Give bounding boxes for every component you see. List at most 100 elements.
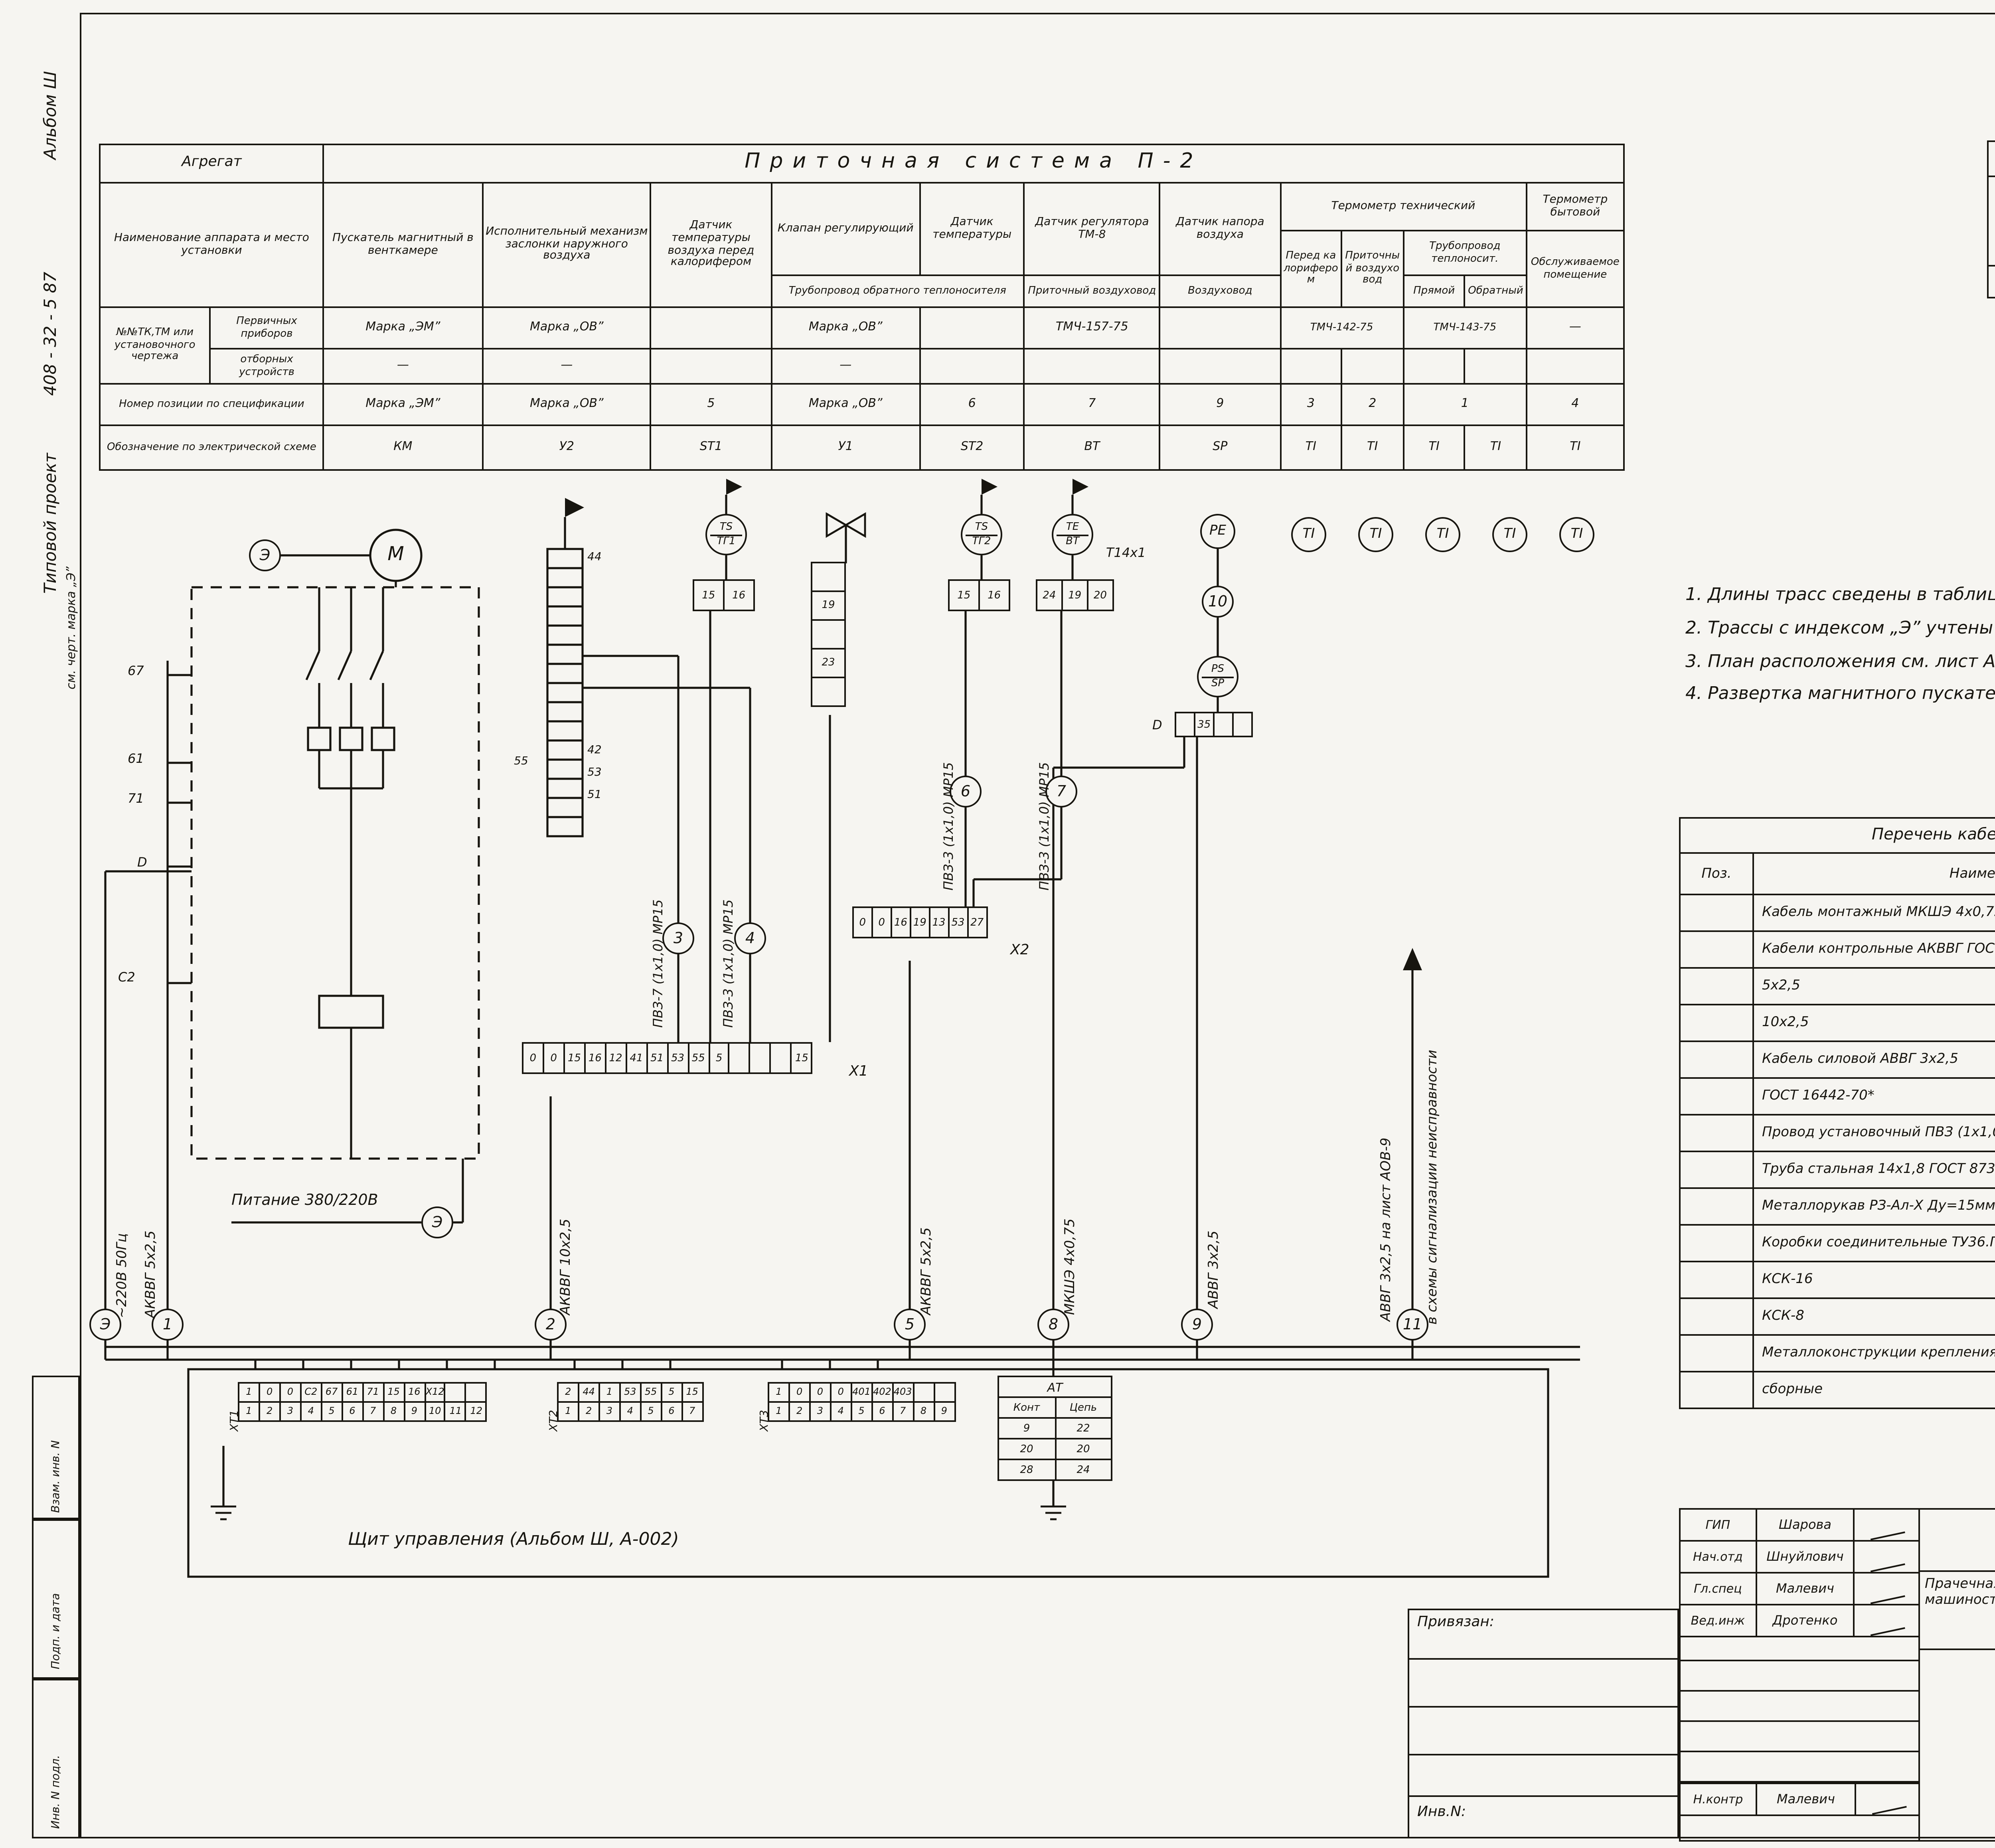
wire-lines: [104, 495, 1580, 1506]
terminal-cell: 4: [300, 1401, 322, 1422]
role-title: ГИП: [1681, 1510, 1757, 1540]
route-circle-9: 9: [1181, 1309, 1213, 1341]
pin-cell: 15: [692, 579, 725, 611]
route-circle-7: 7: [1045, 776, 1077, 808]
drawing-frame: [80, 13, 1995, 1838]
ct-title: Перечень кабелей, проводов и монтажных и…: [1679, 817, 1995, 854]
terminal-cell: 55: [687, 1042, 710, 1074]
cable-pos: [1679, 1114, 1754, 1152]
thermal-relay-symbol: [371, 727, 395, 751]
cable-label-pvz3b: ПВЗ-3 (1х1,0) МР15: [942, 762, 956, 890]
cable-label-avvg: АВВГ 3х2,5: [1207, 1230, 1223, 1309]
et-n-sens: 5: [650, 383, 772, 426]
cable-name: ГОСТ 16442-70*: [1752, 1077, 1995, 1116]
terminal-cell: 9: [403, 1401, 426, 1422]
pin-d: D: [137, 855, 147, 870]
terminal-cell: 401: [850, 1382, 873, 1403]
role-title: Нач.отд: [1681, 1542, 1757, 1572]
at-cell: 20: [1077, 1443, 1090, 1455]
sensor-pe: РЕ: [1200, 514, 1235, 549]
route-circle-2: 2: [535, 1309, 567, 1341]
pin-cell: 20: [1086, 579, 1114, 611]
cable-row: Кабели контрольные АКВВГ ГОСТ 1508-78*Е:: [1679, 930, 1995, 969]
cable-row: 10х2,5 8м: [1679, 1004, 1995, 1042]
junction-box-x1-label: Х1: [849, 1064, 868, 1080]
et-p-starter: Марка „ЭМ”: [322, 306, 483, 349]
terminal-cell: 402: [871, 1382, 893, 1403]
terminal-cell: 11: [444, 1401, 467, 1422]
et-rl-primary: Первичных приборов: [209, 306, 324, 349]
et-d-t4: ТI: [1464, 424, 1527, 471]
terminal-cell: 51: [646, 1042, 668, 1074]
cable-label-akvvg5-mid: АКВВГ 5х2,5: [919, 1227, 935, 1315]
title-block-role-row: ГИП Шарова: [1681, 1510, 1918, 1542]
cable-label-akvvg5-left: АКВВГ 5х2,5: [144, 1230, 160, 1318]
terminal-cell: 0: [521, 1042, 544, 1074]
cable-row: 5х2,5 15м: [1679, 967, 1995, 1005]
route-circle-e-motor: Э: [249, 539, 281, 571]
at-box: АТ Конт Цепь 9 22 20 20 28 24: [998, 1376, 1112, 1481]
terminal-cell: 27: [966, 906, 988, 938]
ncontrol-name: Малевич: [1757, 1784, 1856, 1814]
notes-block: 1. Длины трасс сведены в таблицу.2. Трас…: [1685, 584, 1995, 717]
terminal-cell: 41: [625, 1042, 648, 1074]
terminal-cell: 53: [947, 906, 968, 938]
terminal-cell: 6: [341, 1401, 363, 1422]
tt-system: П2: [1987, 265, 1995, 298]
margin-stamp-label-2: Подп. и дата: [49, 1593, 62, 1669]
thermal-relay-symbol: [307, 727, 332, 751]
route-circle-11: 11: [1396, 1309, 1428, 1341]
terminal-cell: 1: [767, 1401, 790, 1422]
et-d-press: SР: [1159, 424, 1281, 471]
terminal-cell: 10: [424, 1401, 446, 1422]
ncontrol-signature: [1856, 1784, 1920, 1814]
terminal-cell: 4: [830, 1401, 852, 1422]
et-h-tech: Термометр технический: [1279, 182, 1527, 231]
et-h-return: Обратный: [1464, 274, 1527, 308]
et-h-press: Датчик напора воздуха: [1159, 182, 1281, 276]
cable-pos: [1679, 967, 1754, 1005]
cable-name: Кабели контрольные АКВВГ ГОСТ 1508-78*Е:: [1752, 930, 1995, 969]
et-corner: Агрегат: [99, 144, 324, 184]
strip-num-42: 42: [587, 744, 602, 756]
terminal-cell: 5: [708, 1042, 731, 1074]
role-signature: [1855, 1574, 1918, 1604]
strip-num-44: 44: [587, 551, 602, 563]
equipment-table: Агрегат Приточная система П-2 Наименован…: [99, 144, 1625, 471]
et-rl-numbers: №№ТК,ТМ или установочного чертежа: [99, 306, 211, 385]
terminal-cell: 2: [557, 1382, 579, 1403]
terminal-cell: 16: [890, 906, 911, 938]
sensor-flags: [565, 479, 1088, 517]
trace-length-table: Таблица длин трасс Шифр системы Номер тр…: [1987, 140, 1995, 298]
cable-name: Металлорукав РЗ-Ал-Х Ду=15мм ОТУ 22.118-…: [1752, 1187, 1995, 1226]
et-rl-desig: Обозначение по электрической схеме: [99, 424, 324, 471]
cable-name: сборные: [1752, 1371, 1995, 1409]
terminal-cell: 5: [640, 1401, 662, 1422]
et-n-valve: Марка „ОВ”: [770, 383, 921, 426]
cable-name: КСК-16: [1752, 1261, 1995, 1299]
pin-cell: 16: [723, 579, 755, 611]
route-circle-8: 8: [1037, 1309, 1069, 1341]
cable-row: Металлоконструкции крепления: [1679, 1334, 1995, 1372]
terminal-cell: 53: [666, 1042, 689, 1074]
terminal-cell: 2: [788, 1401, 811, 1422]
et-n-reg: 7: [1023, 383, 1161, 426]
route-circle-e-mains: Э: [89, 1309, 121, 1341]
margin-stamp-box-2: [32, 1519, 80, 1679]
et-p-valve: Марка „ОВ”: [770, 306, 921, 349]
et-h-duct: Воздуховод: [1159, 274, 1281, 308]
et-d-t2: ТI: [1341, 424, 1404, 471]
cable-list-table: Перечень кабелей, проводов и монтажных и…: [1679, 817, 1995, 1409]
et-h-reg: Датчик регулятора ТМ-8: [1023, 182, 1161, 276]
strip-num-55: 55: [514, 755, 528, 768]
